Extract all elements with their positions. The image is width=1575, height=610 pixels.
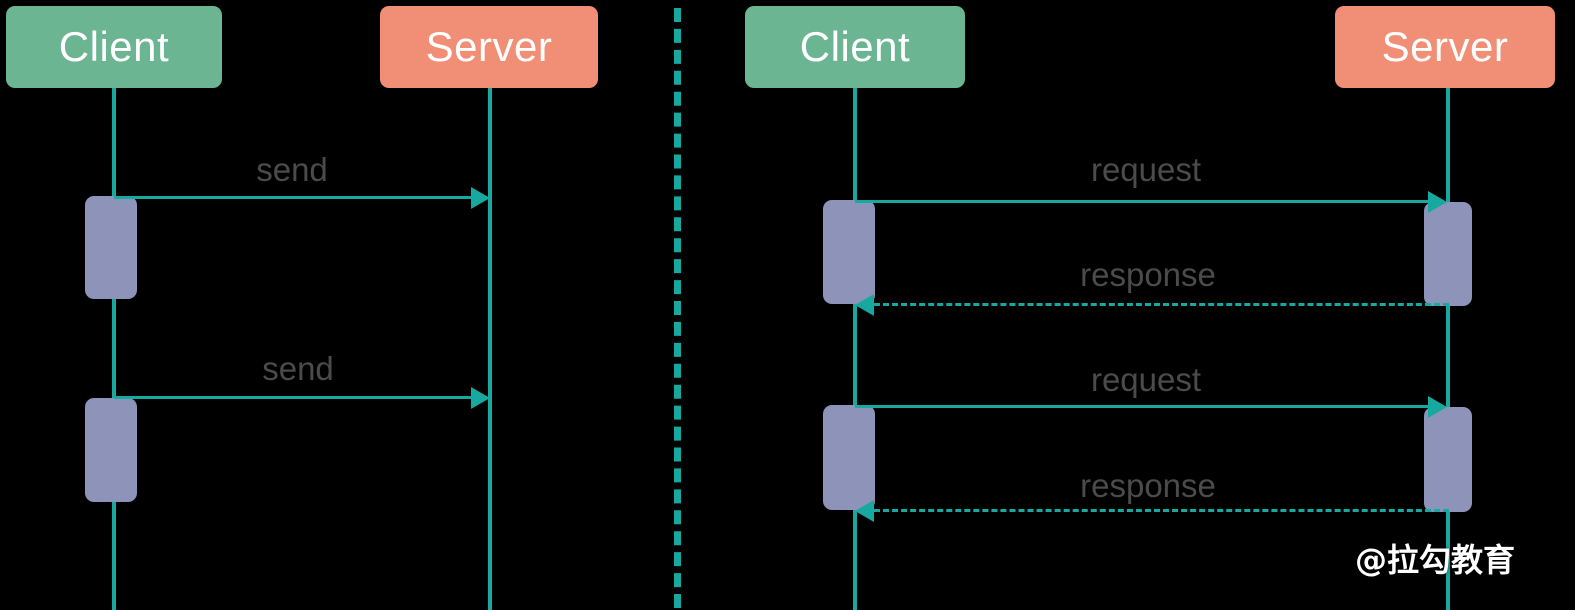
left-participant-client[interactable]: Client [6, 6, 222, 88]
right-participant-server[interactable]: Server [1335, 6, 1555, 88]
left-message-1-arrowhead [471, 187, 490, 209]
left-server-lifeline [488, 88, 492, 610]
right-message-1-line [855, 200, 1432, 203]
right-client-lifeline [853, 88, 857, 610]
right-message-2-line [874, 303, 1449, 306]
right-message-2-label: response [1080, 256, 1216, 293]
right-participant-server-label: Server [1381, 23, 1509, 70]
left-participant-server[interactable]: Server [380, 6, 598, 88]
left-message-2-arrowhead [471, 387, 490, 409]
left-participant-server-label: Server [425, 23, 553, 70]
watermark: @拉勾教育 [1355, 541, 1516, 579]
left-message-1-line [114, 196, 474, 199]
right-message-4-line [874, 509, 1449, 512]
right-message-1-arrowhead [1428, 191, 1447, 213]
left-message-2-label: send [262, 350, 334, 387]
right-message-2-arrowhead [855, 294, 874, 316]
left-message-2-line [114, 396, 474, 399]
right-message-3-line [855, 405, 1432, 408]
right-server-activation-1 [1424, 202, 1472, 306]
right-message-1-label: request [1090, 151, 1202, 188]
left-client-activation-2 [85, 398, 137, 502]
left-client-lifeline [112, 88, 116, 610]
right-message-4-arrowhead [855, 500, 874, 522]
right-client-activation-1 [823, 200, 875, 304]
right-message-4-label: response [1080, 467, 1216, 504]
right-participant-client[interactable]: Client [745, 6, 965, 88]
left-client-activation-1 [85, 196, 137, 299]
right-server-lifeline [1446, 88, 1450, 610]
right-server-activation-2 [1424, 407, 1472, 512]
panel-divider [674, 8, 681, 608]
left-message-1-label: send [256, 151, 328, 188]
right-message-3-label: request [1090, 361, 1202, 398]
right-client-activation-2 [823, 405, 875, 510]
right-participant-client-label: Client [799, 23, 911, 70]
left-participant-client-label: Client [58, 23, 170, 70]
right-message-3-arrowhead [1428, 396, 1447, 418]
